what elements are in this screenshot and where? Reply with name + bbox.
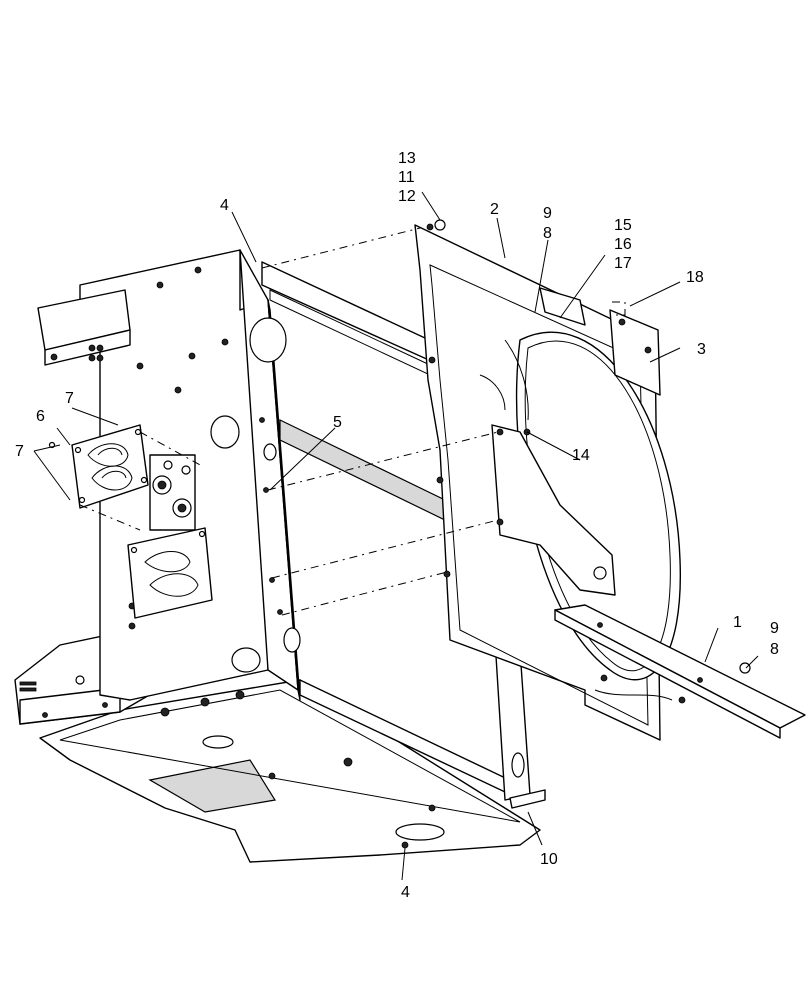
callout-7-left: 7 bbox=[15, 443, 24, 460]
callout-14: 14 bbox=[572, 447, 590, 464]
hydraulic-fittings bbox=[149, 454, 196, 531]
hardware bbox=[48, 219, 751, 674]
floor-oval-hole-front bbox=[395, 823, 445, 841]
callout-13: 13 bbox=[398, 150, 416, 167]
callout-4-top: 4 bbox=[220, 197, 229, 214]
callout-16: 16 bbox=[614, 236, 632, 253]
callout-9-top: 9 bbox=[543, 205, 552, 222]
callout-3: 3 bbox=[697, 341, 706, 358]
callout-15: 15 bbox=[614, 217, 632, 234]
callout-9-right: 9 bbox=[770, 620, 779, 637]
cross-tube bbox=[279, 419, 446, 521]
leader-lines bbox=[33, 191, 759, 881]
callout-10: 10 bbox=[540, 851, 558, 868]
callout-8-right: 8 bbox=[770, 641, 779, 658]
callout-labels: 1 2 3 4 4 5 6 7 7 9 8 9 8 10 13 11 12 14… bbox=[15, 150, 779, 901]
side-brace bbox=[491, 424, 616, 596]
cross-rail-top bbox=[261, 261, 441, 376]
callout-17: 17 bbox=[614, 255, 632, 272]
floor-oval-hole bbox=[202, 735, 234, 749]
callout-1: 1 bbox=[733, 614, 742, 631]
callout-2: 2 bbox=[490, 201, 499, 218]
floor-plate bbox=[39, 679, 541, 863]
callout-8-top: 8 bbox=[543, 225, 552, 242]
valve-plate-lower bbox=[127, 527, 213, 619]
valve-plate-upper bbox=[71, 424, 149, 509]
cross-rail-bottom bbox=[299, 639, 546, 809]
callout-6: 6 bbox=[36, 408, 45, 425]
main-frame-side-wall bbox=[210, 249, 301, 701]
support-bar bbox=[554, 604, 806, 739]
callout-7-top: 7 bbox=[65, 390, 74, 407]
callout-5: 5 bbox=[333, 414, 342, 431]
top-bracket bbox=[539, 287, 586, 326]
alignment-lines bbox=[79, 227, 499, 616]
shroud-extension bbox=[609, 309, 661, 396]
callout-11: 11 bbox=[398, 169, 415, 186]
callout-12: 12 bbox=[398, 188, 416, 205]
callout-18: 18 bbox=[686, 269, 704, 286]
callout-4-bottom: 4 bbox=[401, 884, 410, 901]
